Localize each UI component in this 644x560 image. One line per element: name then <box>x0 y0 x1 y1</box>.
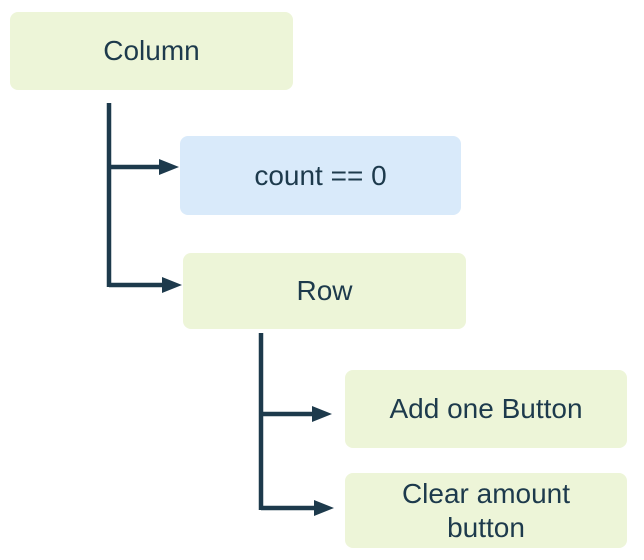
node-count-condition-label: count == 0 <box>254 159 387 191</box>
arrowhead-icon-clear-amount <box>314 500 334 516</box>
node-column-label: Column <box>103 35 200 67</box>
node-clear-amount-button-label: Clear amount button <box>401 477 571 543</box>
node-column: Column <box>10 12 293 90</box>
node-add-one-button-label: Add one Button <box>389 393 583 425</box>
node-row-label: Row <box>296 275 353 307</box>
arrowhead-icon-row <box>162 277 182 293</box>
node-count-condition: count == 0 <box>180 136 461 215</box>
node-clear-amount-button: Clear amount button <box>345 473 627 548</box>
arrowhead-icon-condition <box>159 159 179 175</box>
arrowhead-icon-add-one <box>312 406 332 422</box>
node-add-one-button: Add one Button <box>345 370 627 448</box>
node-row: Row <box>183 253 466 329</box>
